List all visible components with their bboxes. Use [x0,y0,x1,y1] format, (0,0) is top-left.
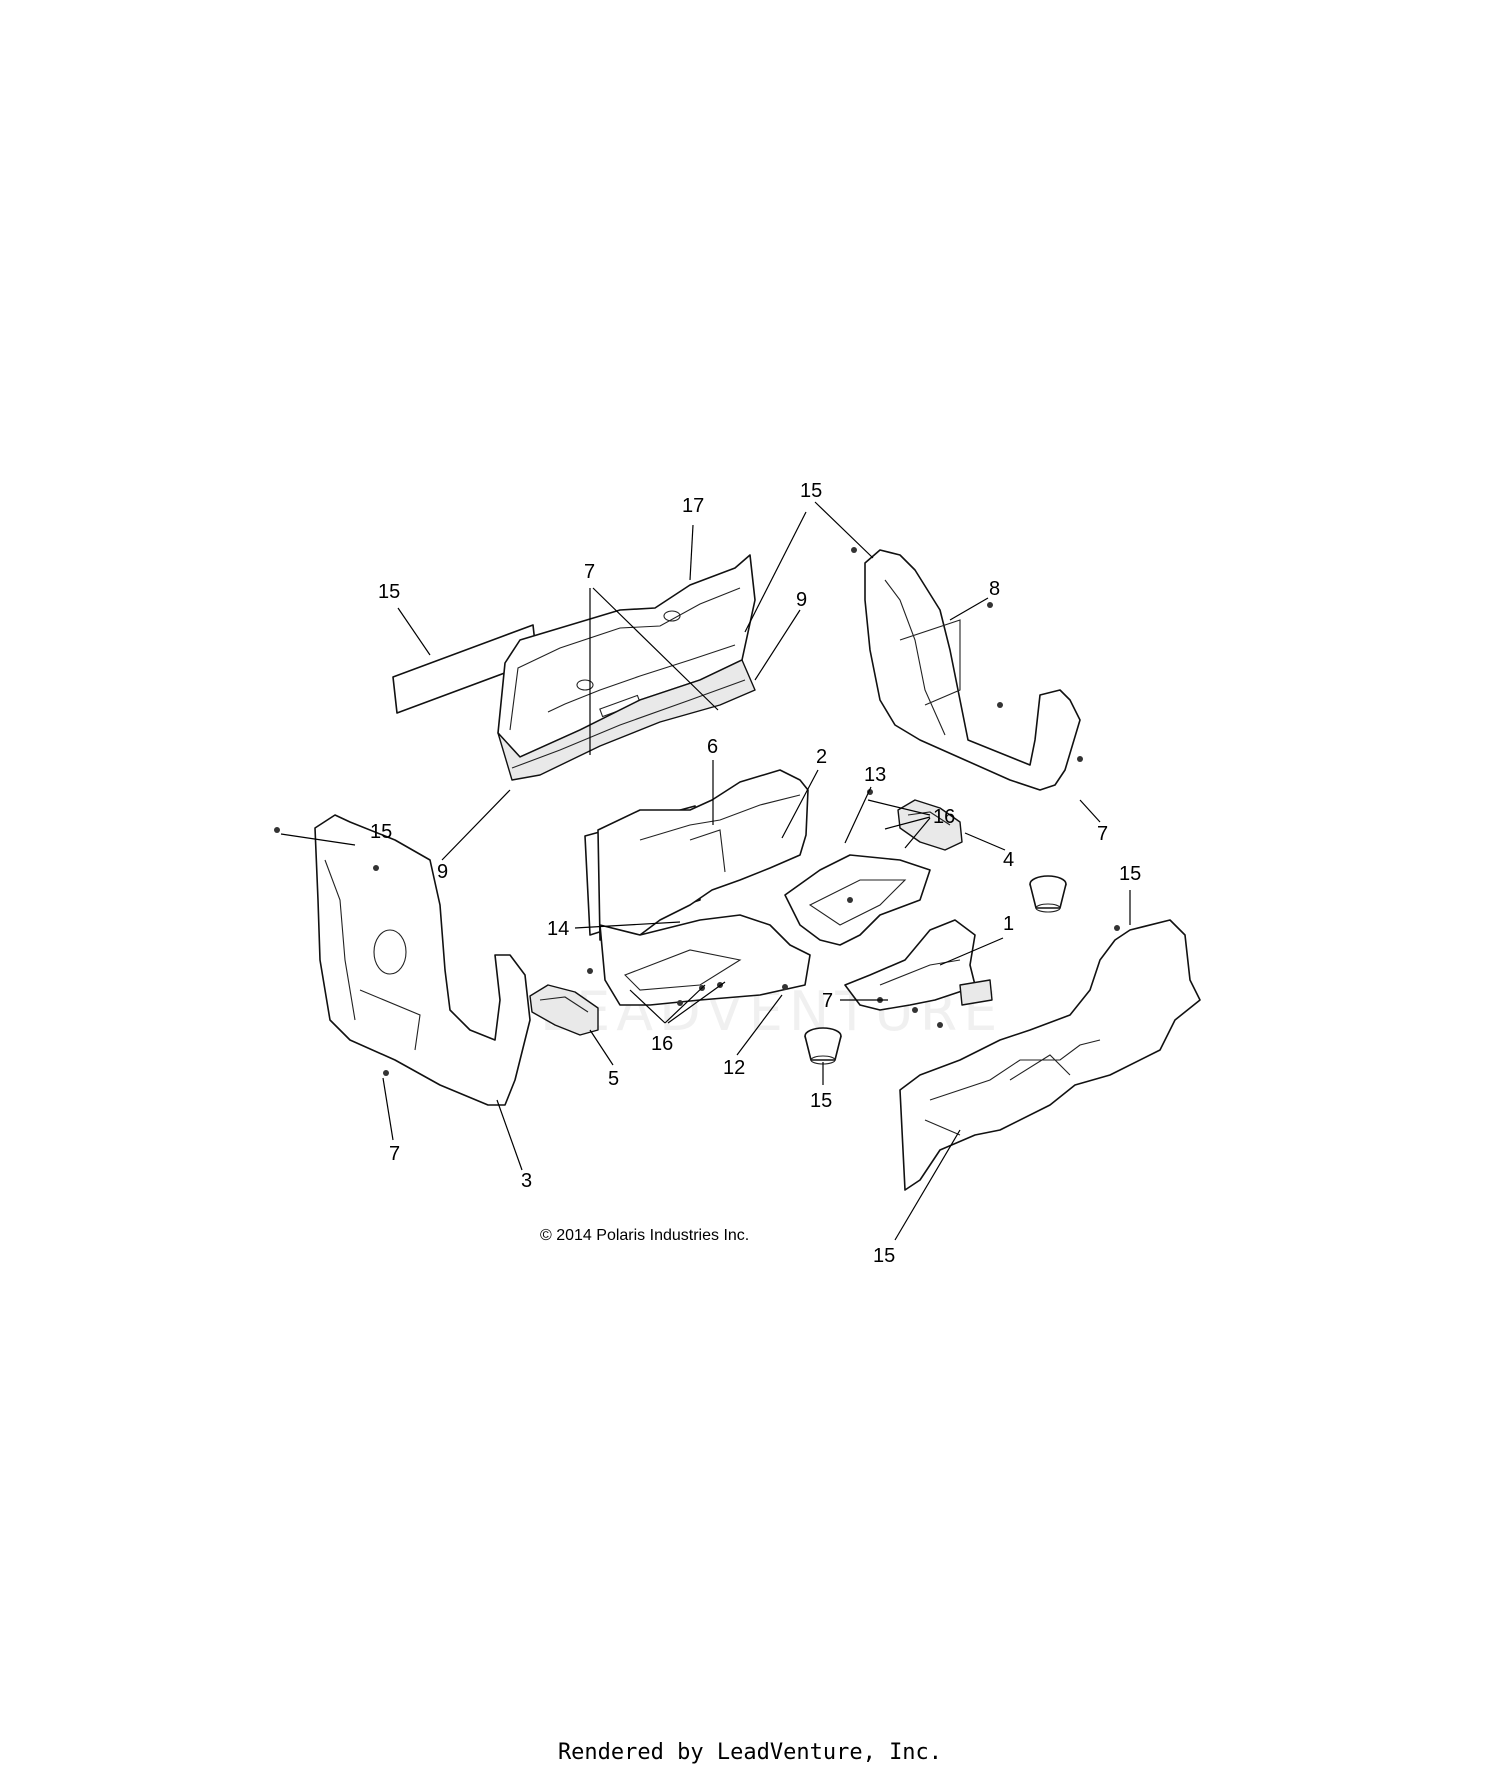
callout-16: 16 [933,806,955,828]
part-rear-panel [497,554,756,758]
callout-8: 8 [989,578,1000,600]
callout-12: 14 [547,918,569,940]
callout-9: 9 [796,589,807,611]
part-floor-pan-right [784,854,931,946]
part-side-panel-right [864,549,1081,791]
callout-14: 15 [873,1245,895,1267]
callout-2: 2 [816,746,827,768]
rendered-by-footer: Rendered by LeadVenture, Inc. [557,1740,943,1765]
part-step-pad-left [529,984,599,1036]
callout-13: 15 [810,1090,832,1112]
part-rear-panel-base [497,659,756,781]
callout-3: 3 [521,1170,532,1192]
callout-17: 17 [682,495,704,517]
callout-4: 4 [1003,849,1014,871]
callout-6: 6 [707,736,718,758]
part-center-floor [844,919,993,1011]
part-floor-console [597,769,809,941]
part-side-panel-left [314,814,531,1106]
part-cup-holder-lower [804,1027,842,1065]
callout-5: 5 [608,1068,619,1090]
callout-11: 12 [723,1057,745,1079]
callout-10: 15 [378,581,400,603]
fasteners [274,547,1120,1076]
callout-7: 7 [584,561,595,583]
callout-7: 7 [822,990,833,1012]
callout-7: 7 [1097,823,1108,845]
part-cup-holder-upper [1029,875,1067,913]
callout-15: 15 [800,480,822,502]
copyright-notice: © 2014 Polaris Industries Inc. [540,1227,749,1244]
leader-lines [280,501,1131,1241]
part-lower-tub [899,919,1201,1191]
callout-16: 16 [651,1033,673,1055]
callout-1: 1 [1003,913,1014,935]
callout-15: 15 [370,821,392,843]
callout-15: 15 [1119,863,1141,885]
callout-7: 7 [389,1143,400,1165]
callout-9: 9 [437,861,448,883]
callouts: 15 17 7 15 9 8 2 6 13 16 4 7 9 15 15 1 1… [370,480,1141,1267]
callout-12: 13 [864,764,886,786]
part-floor-pan-left [599,914,811,1006]
